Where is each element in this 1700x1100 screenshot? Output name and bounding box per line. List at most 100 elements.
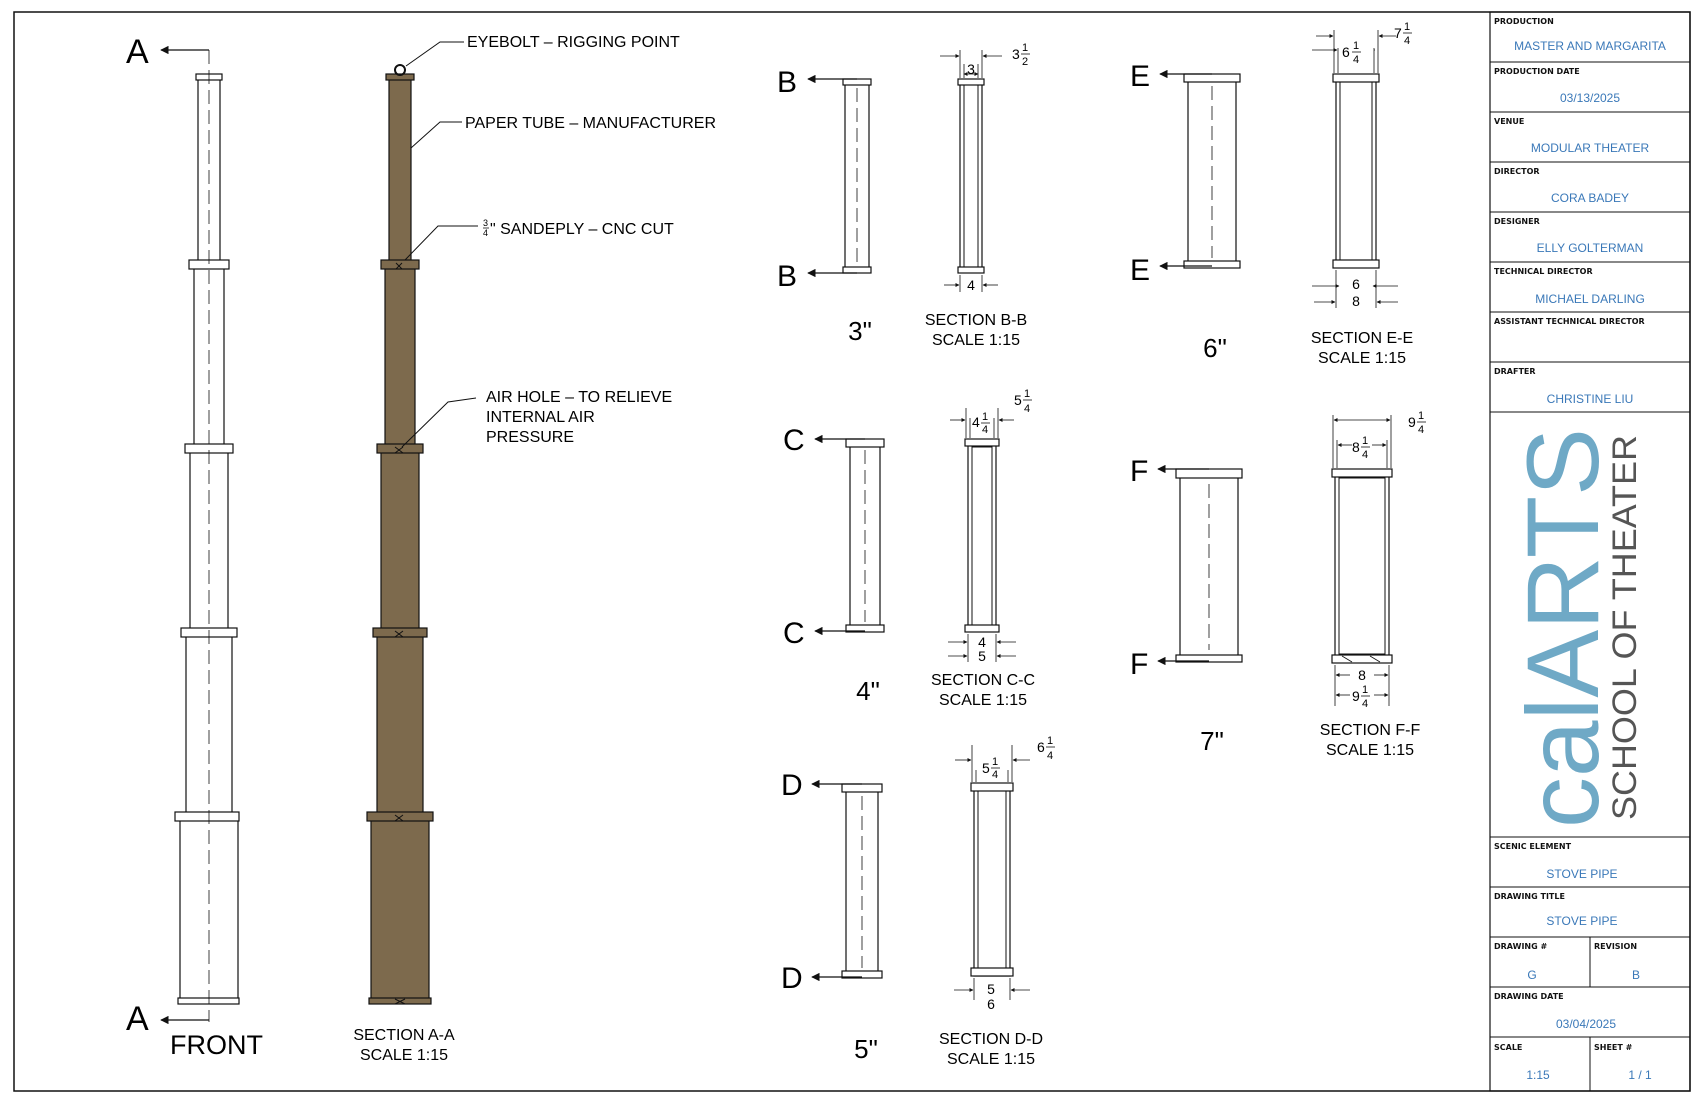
pipe-b-dim-outer-den: 2 [1022,56,1028,68]
pipe-f-dim-inner-num: 1 [1362,435,1368,447]
tb-production: MASTER AND MARGARITA [1514,39,1666,53]
pipe-e-letter-top: E [1130,60,1150,93]
tb-production-date: 03/13/2025 [1560,91,1620,105]
pipe-d-elevation [811,779,883,982]
pipe-f-dim-bottom-2-den: 4 [1362,698,1368,710]
pipe-e-dim-outer-whole: 7 [1394,25,1402,41]
tb-td: MICHAEL DARLING [1535,292,1645,306]
tb-scenic-element: STOVE PIPE [1546,867,1617,881]
pipe-c-dim-bottom-1: 4 [978,634,986,650]
pipe-d-letter-top: D [781,769,803,802]
tb-scale: 1:15 [1526,1068,1550,1082]
front-letter-top: A [126,33,149,71]
pipe-d-dim-inner-num: 1 [992,756,998,768]
tb-drawing-date: 03/04/2025 [1556,1017,1616,1031]
tb-director-label: DIRECTOR [1494,167,1540,176]
pipe-c-dim-inner-num: 1 [982,411,988,423]
pipe-e-size: 6" [1203,333,1227,363]
pipe-e-elevation [1159,69,1241,271]
pipe-c-section-scale: SCALE 1:15 [939,692,1027,709]
tb-drawing-title-label: DRAWING TITLE [1494,892,1565,901]
logo-sub: SCHOOL OF THEATER [1606,435,1644,820]
pipe-c-section-title: SECTION C-C [931,672,1035,689]
pipe-c-dim-bottom-2: 5 [978,648,986,664]
front-title: FRONT [170,1030,263,1060]
pipe-e-dim-inner-whole: 6 [1342,44,1350,60]
pipe-c-dim-inner-whole: 4 [972,414,980,430]
pipe-b-dim-outer-whole: 3 [1012,46,1020,62]
pipe-f-letter-bottom: F [1130,648,1148,681]
callout-paper-tube: PAPER TUBE – MANUFACTURER [465,115,716,132]
pipe-d-dim-outer-num: 1 [1047,735,1053,747]
pipe-d-dim-inner-whole: 5 [982,760,990,776]
callout-sandeply-den: 4 [483,228,488,238]
pipe-d-letter-bottom: D [781,962,803,995]
pipe-d-section-title: SECTION D-D [939,1031,1043,1048]
pipe-c-dim-inner-den: 4 [982,424,988,436]
pipe-f-dim-bottom-2-num: 1 [1362,684,1368,696]
pipe-f-section-scale: SCALE 1:15 [1326,742,1414,759]
pipe-d-size: 5" [854,1034,878,1064]
tb-drafter-label: DRAFTER [1494,367,1536,376]
pipe-e-section-title: SECTION E-E [1311,330,1413,347]
pipe-e-dim-bottom-1: 6 [1352,276,1360,292]
pipe-f-dim-outer-num: 1 [1418,410,1424,422]
tb-revision: B [1632,968,1640,982]
front-view [160,45,240,1025]
pipe-d-dim-outer-whole: 6 [1037,739,1045,755]
pipe-f-dim-inner-whole: 8 [1352,439,1360,455]
pipe-e-section [1312,30,1398,308]
pipe-f-dim-bottom-1: 8 [1358,667,1366,683]
callout-eyebolt: EYEBOLT – RIGGING POINT [467,34,680,51]
logo-sub-wrap: SCHOOL OF THEATER [1606,435,1644,820]
tb-drawing-title: STOVE PIPE [1546,914,1617,928]
section-aa-scale: SCALE 1:15 [360,1047,448,1064]
pipe-f-dim-outer-den: 4 [1418,424,1424,436]
tb-venue: MODULAR THEATER [1531,141,1650,155]
tb-revision-label: REVISION [1594,942,1637,951]
tb-scenic-element-label: SCENIC ELEMENT [1494,842,1572,851]
pipe-d-section [954,745,1030,1000]
tb-drawing-date-label: DRAWING DATE [1494,992,1564,1001]
pipe-e-dim-inner-num: 1 [1353,40,1359,52]
callout-air-hole-3: PRESSURE [486,429,574,446]
pipe-b-letter-bottom: B [777,260,797,293]
tb-sheet-label: SHEET # [1594,1043,1633,1052]
tb-director: CORA BADEY [1551,191,1629,205]
pipe-d-dim-inner-den: 4 [992,769,998,781]
tb-atd-label: ASSISTANT TECHNICAL DIRECTOR [1494,317,1645,326]
pipe-c-dim-outer-den: 4 [1024,403,1030,415]
pipe-f-section-title: SECTION F-F [1320,722,1421,739]
front-letter-bottom: A [126,1000,149,1038]
eyebolt-icon [394,64,406,76]
tb-drafter: CHRISTINE LIU [1547,392,1634,406]
section-aa-view [366,41,478,1005]
tb-sheet: 1 / 1 [1628,1068,1652,1082]
pipe-c-elevation [814,434,885,636]
pipe-e-section-scale: SCALE 1:15 [1318,350,1406,367]
tb-production-date-label: PRODUCTION DATE [1494,67,1580,76]
logo-main: calARTS [1506,428,1620,828]
pipe-c-size: 4" [856,676,880,706]
pipe-b-dim-inner-top: 3 [967,61,975,77]
pipe-d-dim-outer-den: 4 [1047,750,1053,762]
section-aa-title: SECTION A-A [353,1027,455,1044]
pipe-b-section-scale: SCALE 1:15 [932,332,1020,349]
tb-production-label: PRODUCTION [1494,17,1554,26]
pipe-f-dim-outer-whole: 9 [1408,414,1416,430]
title-block [1489,11,1691,1092]
pipe-c-dim-outer-num: 1 [1024,388,1030,400]
pipe-c-letter-top: C [783,424,805,457]
pipe-e-dim-inner-den: 4 [1353,54,1359,66]
pipe-b-dim-outer-num: 1 [1022,42,1028,54]
callout-sandeply-num: 3 [483,218,488,228]
tb-designer: ELLY GOLTERMAN [1537,241,1644,255]
tb-scale-label: SCALE [1494,1043,1522,1052]
pipe-b-elevation [807,74,872,278]
tb-designer-label: DESIGNER [1494,217,1540,226]
pipe-c-section [948,408,1016,662]
pipe-e-letter-bottom: E [1130,254,1150,287]
pipe-f-letter-top: F [1130,455,1148,488]
pipe-f-dim-inner-den: 4 [1362,449,1368,461]
